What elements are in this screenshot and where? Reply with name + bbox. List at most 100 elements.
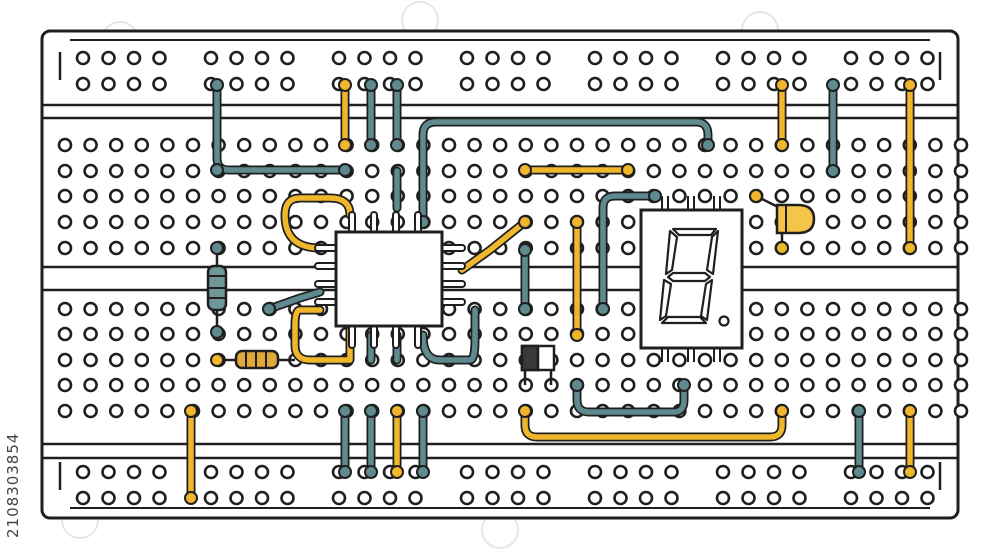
breadboard-hole — [843, 490, 859, 506]
wire-end — [596, 302, 610, 316]
breadboard-hole — [723, 352, 738, 368]
breadboard-hole — [492, 137, 508, 153]
breadboard-hole — [467, 137, 482, 153]
breadboard-hole — [185, 240, 201, 256]
breadboard-hole — [108, 301, 124, 317]
breadboard-hole — [792, 464, 807, 480]
breadboard-hole — [57, 188, 73, 204]
breadboard-hole — [774, 377, 790, 393]
breadboard-hole — [357, 50, 372, 66]
breadboard-hole — [211, 403, 226, 419]
breadboard-hole — [108, 214, 124, 230]
breadboard-hole — [510, 50, 526, 66]
breadboard-hole — [869, 490, 884, 506]
breadboard-hole — [280, 50, 295, 66]
breadboard-hole — [697, 377, 713, 393]
breadboard-hole — [236, 403, 252, 419]
breadboard-hole — [152, 490, 167, 506]
wire-end — [677, 378, 691, 392]
breadboard-hole — [664, 490, 679, 506]
breadboard-hole — [236, 377, 252, 393]
breadboard-hole — [160, 377, 175, 393]
breadboard-hole — [441, 214, 457, 230]
breadboard-hole — [723, 188, 738, 204]
breadboard-hole — [792, 76, 807, 92]
breadboard-hole — [57, 301, 73, 317]
breadboard-hole — [928, 137, 943, 153]
wire-end — [390, 404, 404, 418]
breadboard-hole — [595, 137, 610, 153]
wire-end — [364, 78, 378, 92]
breadboard-hole — [697, 352, 713, 368]
led-lead-end — [749, 189, 763, 203]
breadboard-hole — [536, 50, 551, 66]
breadboard-hole — [467, 240, 482, 256]
breadboard-hole — [825, 326, 841, 342]
breadboard-hole — [620, 301, 636, 317]
jumper-gray — [600, 193, 658, 312]
breadboard-hole — [185, 377, 201, 393]
breadboard-hole — [902, 301, 918, 317]
breadboard-hole — [108, 163, 124, 179]
breadboard-hole — [262, 403, 278, 419]
breadboard-hole — [800, 352, 815, 368]
breadboard-hole — [953, 137, 969, 153]
breadboard-hole — [953, 214, 969, 230]
breadboard-hole — [185, 352, 201, 368]
breadboard-hole — [108, 352, 124, 368]
breadboard-hole — [83, 137, 98, 153]
breadboard-hole — [800, 188, 815, 204]
breadboard-hole — [101, 76, 116, 92]
breadboard-hole — [467, 377, 482, 393]
wire-end — [852, 404, 866, 418]
wire-end — [701, 138, 715, 152]
breadboard-hole — [697, 188, 713, 204]
breadboard-hole — [741, 50, 756, 66]
breadboard-hole — [83, 352, 98, 368]
breadboard-hole — [236, 214, 252, 230]
breadboard-hole — [664, 76, 679, 92]
breadboard-hole — [646, 377, 662, 393]
breadboard-hole — [953, 188, 969, 204]
breadboard-hole — [876, 377, 892, 393]
breadboard-hole — [185, 214, 201, 230]
breadboard-hole — [544, 240, 559, 256]
breadboard-hole — [569, 188, 585, 204]
breadboard-hole — [229, 50, 244, 66]
breadboard-hole — [57, 326, 73, 342]
breadboard-hole — [382, 490, 398, 506]
breadboard-hole — [108, 403, 124, 419]
breadboard-hole — [160, 163, 175, 179]
breadboard-hole — [664, 50, 679, 66]
breadboard-hole — [646, 352, 662, 368]
breadboard-hole — [638, 76, 654, 92]
breadboard-hole — [441, 377, 457, 393]
wire-end — [518, 243, 532, 257]
breadboard-hole — [160, 301, 175, 317]
breadboard-hole — [620, 377, 636, 393]
breadboard-hole — [748, 240, 764, 256]
jumper-yellow — [292, 307, 353, 363]
breadboard-hole — [920, 50, 935, 66]
breadboard-hole — [280, 76, 295, 92]
wire-end — [262, 302, 276, 316]
breadboard-hole — [536, 490, 551, 506]
breadboard-hole — [587, 76, 603, 92]
breadboard-hole — [492, 163, 508, 179]
breadboard-hole — [364, 377, 380, 393]
breadboard-hole — [485, 490, 500, 506]
breadboard-hole — [134, 352, 150, 368]
breadboard-hole — [211, 188, 226, 204]
breadboard-hole — [620, 352, 636, 368]
breadboard-hole — [544, 137, 559, 153]
breadboard-hole — [792, 50, 807, 66]
display-segment — [660, 315, 708, 325]
breadboard-hole — [83, 377, 98, 393]
breadboard-hole — [672, 137, 687, 153]
breadboard-hole — [459, 490, 475, 506]
breadboard-hole — [288, 137, 303, 153]
breadboard-hole — [894, 50, 910, 66]
breadboard-hole — [587, 490, 603, 506]
wire-end — [826, 78, 840, 92]
